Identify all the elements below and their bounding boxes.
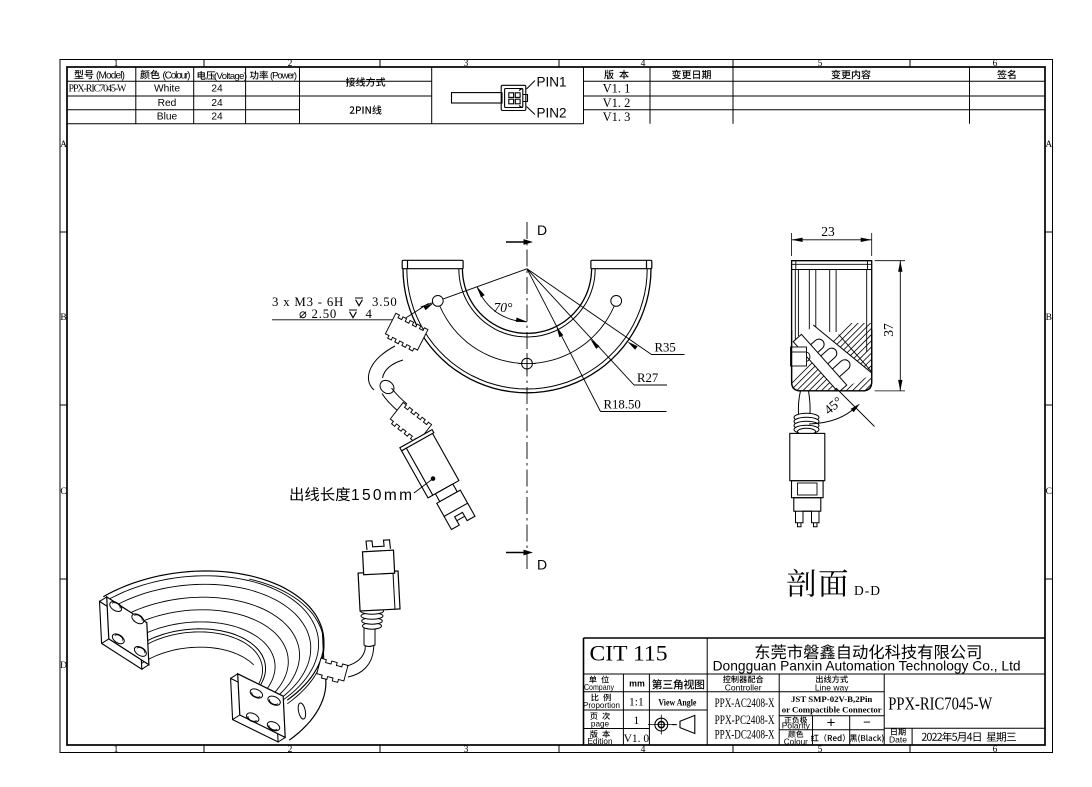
svg-text:2: 2 <box>288 745 293 755</box>
svg-text:Edition: Edition <box>587 737 612 746</box>
svg-text:C: C <box>60 487 66 497</box>
svg-text:D: D <box>537 222 547 238</box>
svg-text:1: 1 <box>634 715 640 727</box>
svg-text:1: 1 <box>114 745 119 755</box>
svg-text:Company: Company <box>584 683 615 692</box>
svg-text:R35: R35 <box>655 341 676 355</box>
svg-text:JST SMP-02V-B,2Pin: JST SMP-02V-B,2Pin <box>791 694 872 704</box>
svg-text:R27: R27 <box>637 371 659 385</box>
svg-text:24: 24 <box>211 84 223 95</box>
svg-text:V1. 1: V1. 1 <box>603 81 631 95</box>
svg-text:(Voltage): (Voltage) <box>214 71 247 82</box>
svg-text:Proportion: Proportion <box>583 701 620 710</box>
svg-text:Line way: Line way <box>815 682 849 692</box>
svg-text:+: + <box>827 715 836 732</box>
svg-text:1:1: 1:1 <box>629 696 644 708</box>
svg-text:6: 6 <box>993 745 998 755</box>
svg-text:PPX-RIC7045-W: PPX-RIC7045-W <box>69 84 128 95</box>
svg-text:Date: Date <box>889 734 907 744</box>
svg-text:PPX-AC2408-X: PPX-AC2408-X <box>715 696 775 710</box>
svg-text:3 x M3 - 6H: 3 x M3 - 6H <box>272 295 344 309</box>
svg-text:B: B <box>1046 313 1052 323</box>
svg-text:(Colour): (Colour) <box>163 70 191 81</box>
svg-text:(Model): (Model) <box>96 70 125 81</box>
svg-text:CIT 115: CIT 115 <box>590 641 668 666</box>
svg-text:5: 5 <box>818 745 823 755</box>
svg-text:24: 24 <box>211 98 223 109</box>
svg-text:150mm: 150mm <box>351 487 412 504</box>
svg-text:6: 6 <box>993 59 998 69</box>
svg-text:B: B <box>60 313 66 323</box>
svg-text:Red: Red <box>158 98 177 109</box>
svg-text:Dongguan Panxin Automation Tec: Dongguan Panxin Automation Technology Co… <box>713 658 1021 673</box>
svg-text:D: D <box>60 661 67 671</box>
svg-text:24: 24 <box>211 112 223 123</box>
svg-text:Blue: Blue <box>157 112 178 123</box>
svg-text:D: D <box>537 557 547 573</box>
svg-text:⌀ 2.50: ⌀ 2.50 <box>299 307 337 321</box>
svg-text:Polarity: Polarity <box>782 722 811 731</box>
svg-text:3.50: 3.50 <box>372 295 398 309</box>
svg-text:R18.50: R18.50 <box>604 398 641 412</box>
svg-text:4: 4 <box>641 745 646 755</box>
svg-text:V1. 2: V1. 2 <box>603 96 631 110</box>
svg-text:1: 1 <box>114 59 119 69</box>
svg-text:5: 5 <box>818 59 823 69</box>
svg-text:V1. 0: V1. 0 <box>624 733 650 745</box>
svg-text:2: 2 <box>288 59 293 69</box>
svg-text:3: 3 <box>464 59 469 69</box>
svg-text:V1. 3: V1. 3 <box>603 110 631 124</box>
svg-text:−: − <box>863 715 871 730</box>
svg-text:70°: 70° <box>494 300 514 315</box>
svg-text:White: White <box>154 84 180 95</box>
svg-text:A: A <box>1045 140 1052 150</box>
svg-text:PIN1: PIN1 <box>537 75 567 90</box>
svg-text:C: C <box>1046 487 1052 497</box>
svg-text:4: 4 <box>641 59 646 69</box>
svg-text:PPX-RIC7045-W: PPX-RIC7045-W <box>888 694 992 714</box>
svg-text:(Power): (Power) <box>270 71 297 82</box>
svg-text:PIN2: PIN2 <box>537 106 567 121</box>
svg-text:page: page <box>591 720 610 729</box>
svg-text:4: 4 <box>366 307 373 321</box>
svg-text:3: 3 <box>464 745 469 755</box>
svg-text:23: 23 <box>821 224 835 239</box>
svg-text:mm: mm <box>629 678 645 688</box>
svg-text:View Angle: View Angle <box>658 697 696 707</box>
svg-text:Colour: Colour <box>784 737 808 746</box>
svg-text:or Compactible Connector: or Compactible Connector <box>782 705 882 715</box>
svg-text:D-D: D-D <box>854 583 881 598</box>
svg-text:A: A <box>60 140 67 150</box>
svg-text:37: 37 <box>881 323 896 337</box>
svg-text:PPX-DC2408-X: PPX-DC2408-X <box>715 728 775 742</box>
svg-text:Controller: Controller <box>725 682 762 692</box>
svg-text:PPX-PC2408-X: PPX-PC2408-X <box>715 713 775 727</box>
